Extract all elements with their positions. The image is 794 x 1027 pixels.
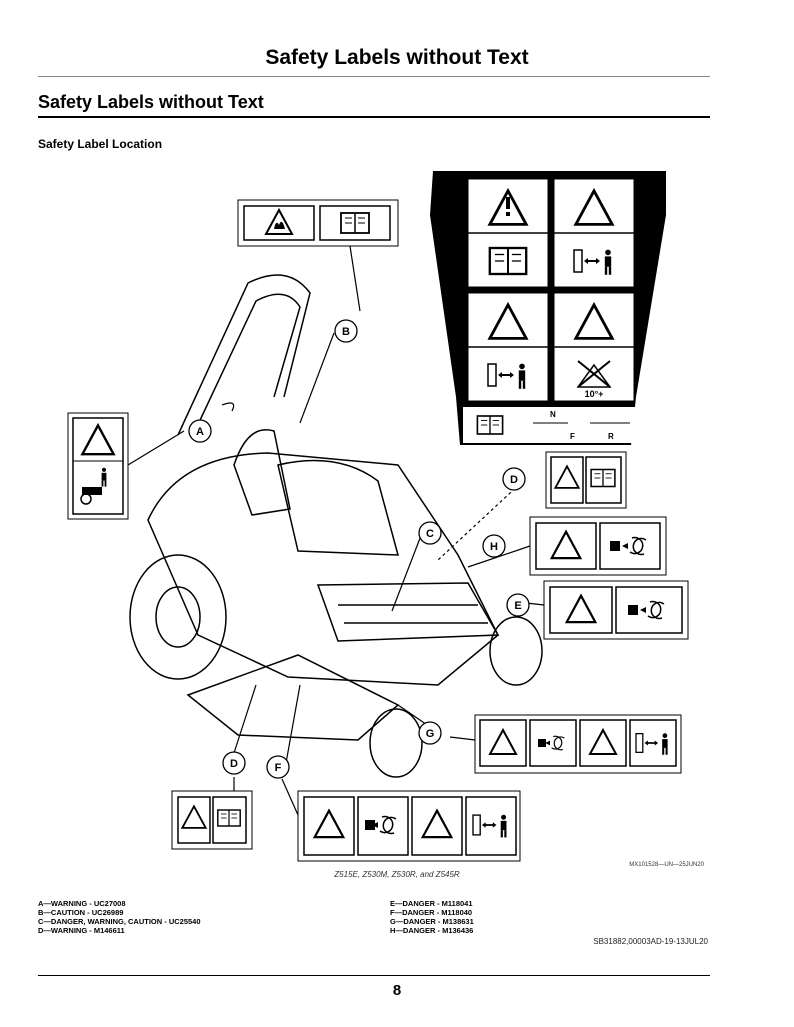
- figure-caption: Z515E, Z530M, Z530R, and Z545R: [334, 870, 460, 879]
- label-g: [474, 714, 682, 774]
- figure-code: MX101528—UN—25JUN20: [629, 862, 704, 868]
- legend-item: F—DANGER - M118040: [390, 908, 473, 917]
- slope-text: 10°+: [585, 389, 604, 399]
- legend-left: A—WARNING - UC27008 B—CAUTION - UC26989 …: [38, 899, 201, 935]
- legend-item: E—DANGER - M118041: [390, 899, 473, 908]
- label-d-lower: [171, 790, 253, 850]
- legend-item: D—WARNING - M146611: [38, 926, 125, 935]
- callout-f: F: [275, 762, 282, 774]
- safety-label-figure: 10°+ N F R: [67, 171, 689, 862]
- callout-d-upper: D: [510, 474, 518, 486]
- operator-manual-icon: [340, 212, 370, 234]
- label-h: [529, 516, 667, 576]
- legend-item: B—CAUTION - UC26989: [38, 908, 124, 917]
- callout-a: A: [196, 426, 204, 438]
- callout-g: G: [426, 728, 435, 740]
- neutral-text: N: [550, 410, 556, 419]
- reverse-text: R: [608, 432, 614, 441]
- legend-right: E—DANGER - M118041 F—DANGER - M118040 G—…: [390, 899, 474, 935]
- legend-item: A—WARNING - UC27008: [38, 899, 126, 908]
- section-title: Safety Labels without Text: [38, 92, 264, 112]
- header-rule: [38, 76, 710, 77]
- header-title: Safety Labels without Text: [265, 46, 529, 69]
- section-rule: [38, 116, 710, 118]
- callout-e: E: [514, 600, 521, 612]
- footer-rule: [38, 975, 710, 976]
- callout-c: C: [426, 528, 434, 540]
- leader-lines: [127, 245, 545, 816]
- label-d-upper: [545, 451, 627, 509]
- callout-b: B: [342, 326, 350, 338]
- legend-item: C—DANGER, WARNING, CAUTION - UC25540: [38, 917, 201, 926]
- legend-item: H—DANGER - M136436: [390, 926, 474, 935]
- forward-text: F: [570, 432, 575, 441]
- label-e: [543, 580, 689, 640]
- label-c: 10°+ N F R: [430, 171, 666, 445]
- callout-h: H: [490, 541, 498, 553]
- callout-d-lower: D: [230, 758, 238, 770]
- label-f: [297, 790, 521, 862]
- callout-markers: B A C D H E G D F: [188, 319, 530, 779]
- label-b: [237, 199, 399, 247]
- legend-item: G—DANGER - M138631: [390, 917, 474, 926]
- document-code: SB31882,00003AD-19-13JUL20: [593, 937, 708, 946]
- mower-illustration: [129, 274, 543, 778]
- page-number: 8: [392, 982, 402, 999]
- subsection-title: Safety Label Location: [38, 137, 163, 151]
- label-a: [67, 412, 129, 520]
